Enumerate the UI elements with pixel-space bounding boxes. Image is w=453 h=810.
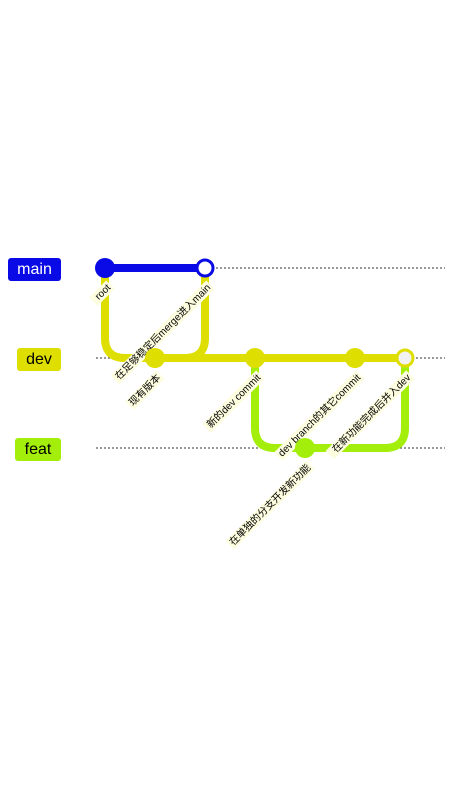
commit-label-root-bg (89, 280, 115, 306)
commit-label-merge-into-main-text: 在足够稳定后merge进入main (112, 281, 213, 382)
commit-node-new-dev-commit[interactable] (245, 348, 265, 368)
branch-tag-dev-bg (17, 348, 61, 371)
commit-label-merge-into-main: 在足够稳定后merge进入main (110, 280, 215, 385)
commit-node-merge-into-dev[interactable] (395, 348, 415, 368)
branch-tag-feat: feat (15, 438, 61, 461)
branch-tag-main: main (8, 258, 61, 281)
feat-branch-out-path (251, 358, 305, 452)
branch-tag-main-label: main (17, 261, 52, 278)
commit-label-dev-other-commit-bg (274, 370, 365, 461)
commit-node-root[interactable] (95, 258, 115, 278)
branch-tag-feat-label: feat (25, 441, 52, 458)
commit-label-current-version-bg (125, 370, 165, 410)
commit-node-merge-into-main[interactable] (195, 258, 215, 278)
dev-merge-main-path (155, 268, 209, 362)
commit-node-dev-other-commit[interactable] (345, 348, 365, 368)
commit-label-merge-into-dev-bg (325, 370, 415, 460)
commit-node-feature-dev[interactable] (295, 438, 315, 458)
feat-merge-dev-path (305, 358, 409, 452)
commit-label-feature-dev: 在单独的分支开发新功能 (225, 460, 315, 550)
commit-label-current-version-text: 现有版本 (126, 371, 163, 408)
commit-label-new-dev-commit-bg (202, 370, 265, 433)
commit-label-merge-into-main-bg (110, 280, 215, 385)
branch-tag-main-bg (8, 258, 61, 281)
commit-label-feature-dev-text: 在单独的分支开发新功能 (226, 461, 313, 548)
branch-tag-dev-label: dev (26, 351, 52, 368)
commit-label-current-version: 现有版本 (125, 370, 165, 410)
branch-tag-dev: dev (17, 348, 61, 371)
commit-node-current-version[interactable] (145, 348, 165, 368)
dev-branch-out-path (101, 268, 155, 362)
branch-tag-feat-bg (15, 438, 61, 461)
commit-label-feature-dev-bg (225, 460, 315, 550)
